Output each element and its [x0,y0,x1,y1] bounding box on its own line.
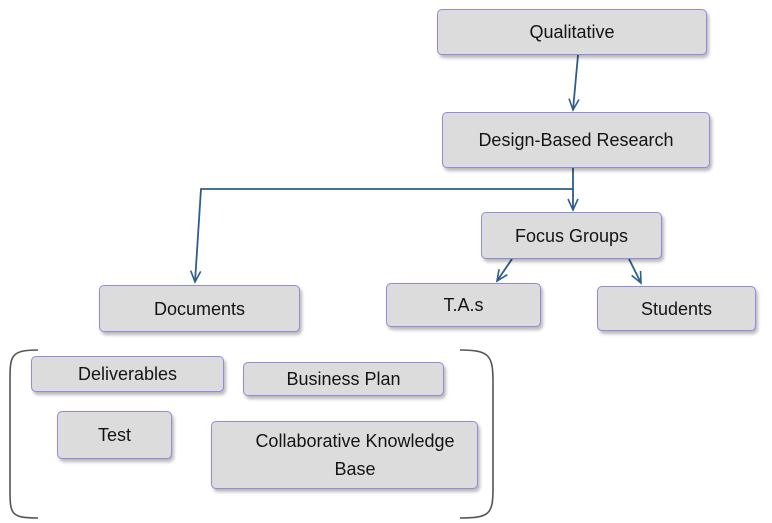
left-bracket [9,349,39,519]
node-focus-groups-label: Focus Groups [514,225,629,246]
right-bracket [459,349,494,519]
node-students: Students [597,286,756,331]
node-test: Test [57,411,172,459]
arrow-focus-groups-to-students [628,258,642,285]
arrow-dbr-to-documents [189,188,573,284]
node-business-plan: Business Plan [243,362,444,396]
node-design-based-research-label: Design-Based Research [478,130,674,150]
arrow-qualitative-to-dbr [568,54,580,112]
node-documents-label: Documents [153,298,246,319]
node-collaborative-knowledge-base-label: Collaborative Knowledge Base [255,431,455,479]
node-tas-label: T.A.s [443,295,484,315]
node-tas: T.A.s [386,283,541,327]
node-test-label: Test [97,425,131,445]
node-collaborative-knowledge-base: Collaborative Knowledge Base [211,421,478,489]
node-focus-groups: Focus Groups [481,212,662,259]
node-qualitative-label: Qualitative [529,22,615,42]
node-qualitative: Qualitative [437,9,707,55]
node-documents: Documents [99,285,300,332]
node-students-label: Students [640,298,713,319]
arrow-focus-groups-to-tas [495,258,513,283]
node-design-based-research: Design-Based Research [442,112,710,168]
node-deliverables: Deliverables [31,356,224,392]
node-business-plan-label: Business Plan [286,369,401,389]
node-deliverables-label: Deliverables [77,364,178,384]
